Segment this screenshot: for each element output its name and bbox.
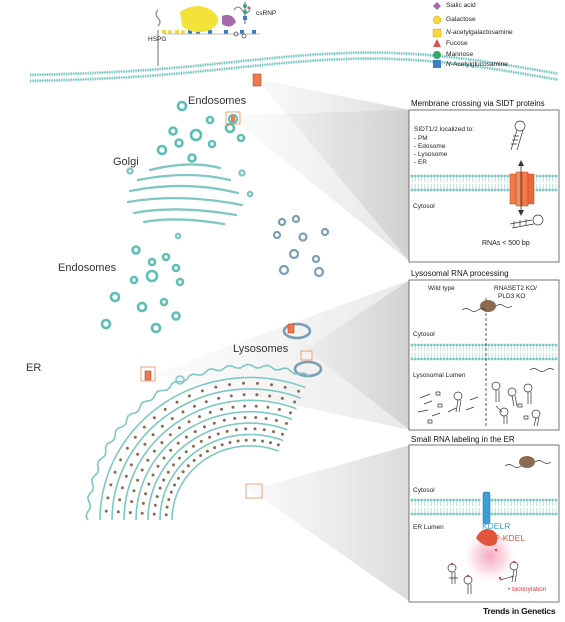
panel2-ko-line1: RNASET2 KO/ [494,285,537,292]
legend-sialic-acid: Sialic acid [446,2,476,9]
beam-endosome [228,110,410,262]
panel1-item-er: - ER [414,159,427,166]
panel2-cytosol: Cytosol [413,331,435,338]
csrnp-lobe [222,14,236,27]
lysosome-zoom-box [300,350,313,361]
fucose-icon [433,39,441,47]
panel1-rna-size: RNAs < 500 bp [482,240,530,247]
panel1-localized-header: SIDT1/2 localized to: [414,126,474,133]
golgi [126,163,254,240]
beam-er-lumen [246,445,410,602]
panel1-item-lysosome: - Lysosome [414,151,448,158]
legend-fucose: Fucose [446,40,468,47]
panel1-item-edosome: - Edosome [414,143,446,150]
rna-hairpin-top [510,120,526,151]
kdelr-receptor [482,491,491,525]
csrnp-blob [180,6,219,33]
ribosome-panel2 [461,300,513,312]
panel2-wild-type: Wild type [428,285,455,292]
panel2-ko-line2: PLD3 KO [498,293,526,300]
rna-hairpin-bottom [509,214,544,229]
hspg-label: HSPG [148,36,167,43]
endosome-sidt-channel [231,115,235,122]
glycan-tree [243,4,251,20]
sidt-channel-large [509,160,535,216]
legend-galnac: N-acetylgalactosamine [446,29,513,36]
plasma-membrane [29,51,559,83]
cell-surface-glycans [155,2,260,66]
hrp-kdel-enzyme [476,529,498,546]
endosomes-label-mid: Endosomes [58,262,117,274]
panel2-title: Lysosomal RNA processing [411,269,509,278]
panel3-cytosol: Cytosol [413,487,435,494]
er-channel-zoom-box [140,366,156,382]
csrnp-rna [233,6,251,39]
er-label: ER [26,362,42,374]
mannose-icon [433,51,441,59]
hspg-chain [155,9,161,27]
panel1-title: Membrane crossing via SIDT proteins [411,99,545,108]
rna-fragments-wt [417,391,479,424]
endosomes [100,100,246,334]
galnac-icon [432,28,442,38]
lysosome-sidt-channel [287,323,295,334]
legend-glcnac: N-Acetylglucosamine [446,61,508,68]
panel3-lumen: ER Lumen [413,524,444,531]
biotinylation-label: • biotinylation [508,586,547,593]
glycan-string [162,30,260,35]
panel3-title: Small RNA labeling in the ER [411,435,515,444]
er-lumen-zoom-box [245,483,263,499]
sialic-acid-icon [433,2,441,10]
endoplasmic-reticulum [85,363,311,521]
panel1-cytosol: Cytosol [413,203,435,210]
biotinylation-glow [464,530,516,582]
lysosomes-cluster [272,214,330,378]
panel1-item-pm: - PM [414,135,428,142]
galactose-icon [432,15,442,25]
lysosomes-label: Lysosomes [233,343,289,355]
golgi-label: Golgi [113,156,139,168]
rna-hairpins-ko [491,368,555,427]
hrp-kdel-label: HRP-KDEL [482,533,525,543]
panel2-lumen: Lysosomal Lumen [413,372,466,379]
glcnac-icon [433,60,441,68]
panel-membranes [410,174,558,516]
journal-footer: Trends in Genetics [483,606,556,616]
csrnp-label: csRNP [256,10,277,17]
legend-shapes [432,2,442,68]
er-sidt-channel [144,370,152,381]
biotin-dots [450,548,516,580]
ribosome-panel3 [504,456,552,468]
kdelr-label: KDELR [482,521,511,531]
legend-mannose: Mannose [446,51,474,58]
endosomes-label-top: Endosomes [188,95,247,107]
beam-er-channel [146,280,410,430]
zoom-beams [146,80,410,602]
legend-galactose: Galactose [446,16,476,23]
pm-sidt-channel [252,73,262,87]
